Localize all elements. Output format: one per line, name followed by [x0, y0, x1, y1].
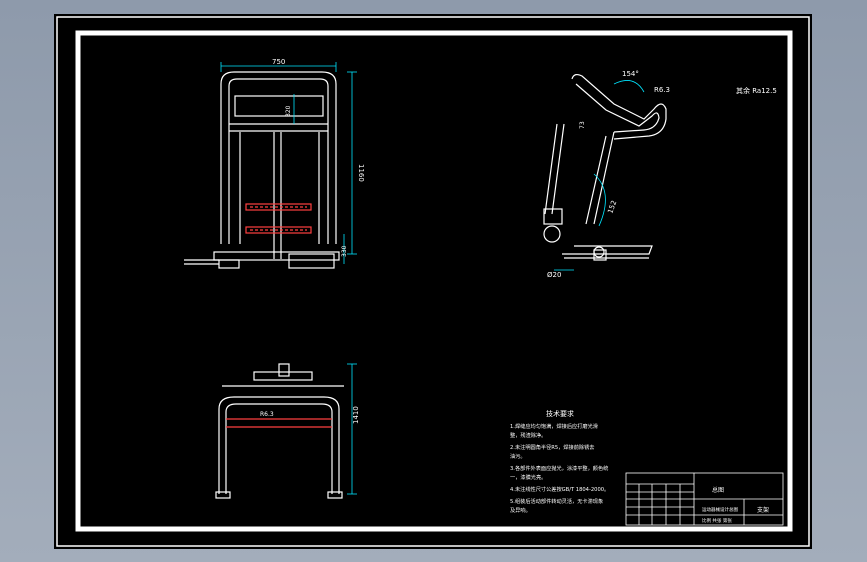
title-block — [625, 472, 784, 526]
tech-req-line: 4.未注线性尺寸公差按GB/T 1804-2000。 — [510, 485, 609, 493]
title-block-view-label: 总图 — [712, 486, 724, 494]
top-height-dim: 1410 — [352, 406, 360, 424]
tech-req-line: 2.未注明圆角半径R5，焊接前除锈去 — [510, 443, 594, 451]
side-view-dims — [554, 80, 645, 271]
cad-drawing: 750 1160 320 330 154° 152 R6.3 Ø20 73 其余… — [56, 16, 810, 547]
side-diameter-dim: Ø20 — [547, 271, 561, 279]
front-inner-dim: 320 — [285, 105, 292, 117]
title-block-drawing-no: 运动器械设计总图 — [702, 506, 738, 513]
side-angle-dim: 154° — [622, 70, 639, 78]
inner-frame — [75, 30, 793, 532]
tech-req-line: 1.焊缝应均匀饱满，焊接后应打磨光滑 — [510, 422, 598, 430]
side-leg-dim: 73 — [579, 121, 586, 129]
tech-req-title: 技术要求 — [546, 409, 574, 418]
roughness-note: 其余 Ra12.5 — [736, 86, 777, 95]
tech-req-line: 3.各部件外表面应抛光，涂漆平整，颜色统 — [510, 464, 608, 472]
drawing-viewport[interactable]: 750 1160 320 330 154° 152 R6.3 Ø20 73 其余… — [54, 14, 812, 549]
top-view-dims — [347, 363, 357, 495]
tech-req-line: 整，残渣除净。 — [510, 431, 546, 439]
front-view-dims — [220, 62, 357, 264]
front-width-dim: 750 — [272, 58, 285, 66]
top-view — [215, 363, 344, 499]
technical-requirements: 技术要求 1.焊缝应均匀饱满，焊接后应打磨光滑 整，残渣除净。 2.未注明圆角半… — [510, 409, 609, 514]
outer-frame — [56, 16, 810, 547]
side-arc-dim: 152 — [606, 199, 618, 214]
tech-req-line: 及异响。 — [510, 506, 531, 514]
tech-req-line: 一，漆膜光亮。 — [510, 473, 546, 481]
tech-req-line: 油污。 — [510, 452, 526, 460]
front-base-dim: 330 — [341, 245, 348, 257]
front-view — [184, 71, 340, 269]
top-radius-label: R6.3 — [260, 411, 274, 418]
front-height-dim: 1160 — [357, 164, 365, 182]
side-view — [543, 73, 667, 261]
title-block-row3: 比例 共张 第张 — [702, 517, 732, 524]
title-block-name: 支架 — [757, 506, 769, 514]
side-radius-label: R6.3 — [654, 86, 670, 94]
tech-req-line: 5.组装后活动部件转动灵活，无卡滞现象 — [510, 497, 603, 505]
